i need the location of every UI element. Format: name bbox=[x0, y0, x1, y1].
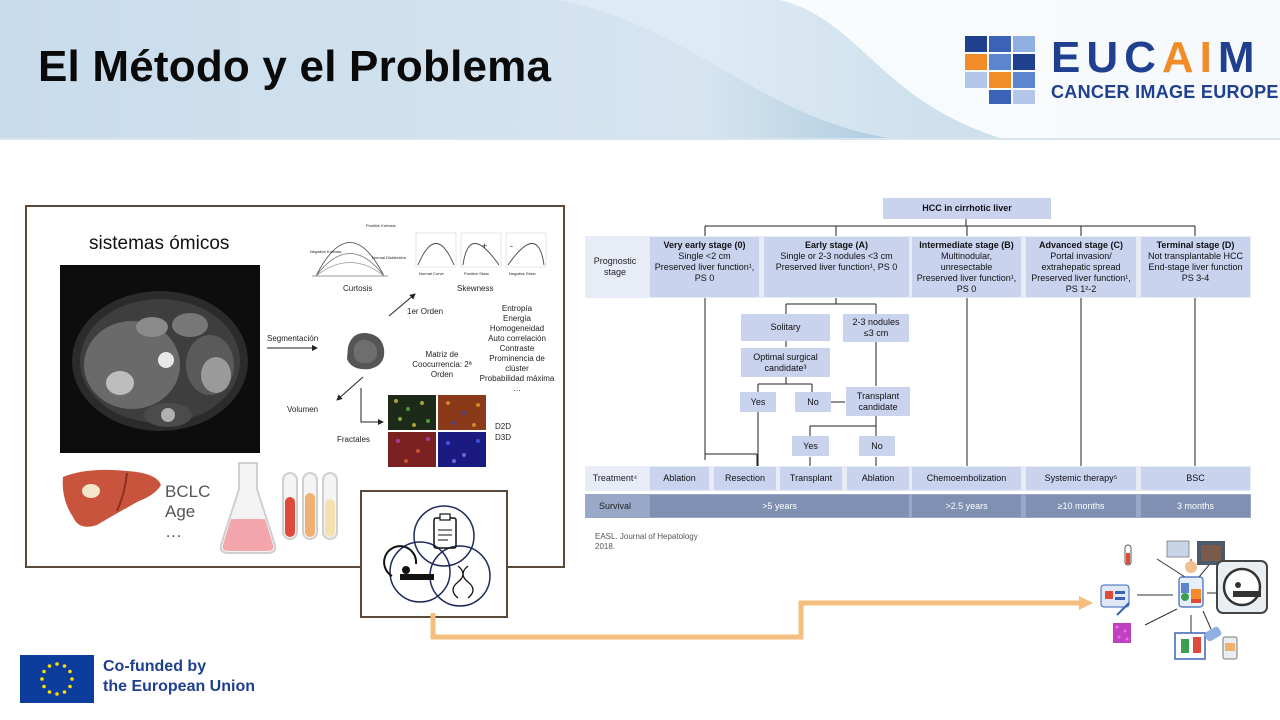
skew-negative-label: Negative Skew bbox=[509, 271, 536, 276]
first-order-label: 1er Orden bbox=[407, 307, 444, 316]
treatment-chemoembolization: Chemoembolization bbox=[912, 467, 1021, 490]
kurt-negative-label: Negative Kurtosis bbox=[310, 249, 342, 254]
ai-workflow-illustration bbox=[1095, 533, 1280, 673]
kurt-normal-label: Normal Distribution bbox=[372, 255, 407, 260]
bclc-staging-chart: HCC in cirrhotic liver Prognostic stage … bbox=[583, 190, 1263, 570]
treatment-bsc: BSC bbox=[1141, 467, 1250, 490]
reference-citation: EASL. Journal of Hepatology 2018. bbox=[595, 532, 698, 551]
mri-scan-image bbox=[60, 265, 260, 453]
tumor-segment-icon bbox=[347, 332, 385, 370]
texture-feature-list: Entropía Energía Homogeneidad Auto corre… bbox=[479, 304, 555, 393]
dims-label: D2D D3D bbox=[495, 422, 512, 442]
flow-solitary: Solitary bbox=[741, 314, 830, 341]
skew-normal-label: Normal Curve bbox=[419, 271, 444, 276]
flow-yes-2: Yes bbox=[792, 436, 829, 456]
radiomics-arrows bbox=[267, 293, 416, 425]
skew-positive-label: Positive Skew bbox=[464, 271, 489, 276]
liver-icon bbox=[62, 469, 161, 527]
eu-funding-text: Co-funded by the European Union bbox=[103, 658, 255, 695]
stage-very-early: Very early stage (0) Single <2 cm Preser… bbox=[650, 237, 759, 297]
volume-label: Volumen bbox=[287, 405, 319, 414]
fractal-texture-image bbox=[388, 395, 486, 467]
stage-terminal: Terminal stage (D) Not transplantable HC… bbox=[1141, 237, 1250, 297]
skewness-curves-icon bbox=[415, 232, 547, 268]
flow-nodules: 2-3 nodules ≤3 cm bbox=[843, 314, 909, 342]
omics-title: sistemas ómicos bbox=[89, 233, 230, 254]
kurtosis-curves-icon bbox=[312, 242, 388, 277]
kurtosis-label: Curtosis bbox=[343, 284, 373, 293]
omics-panel: sistemas ómicos Positive Kurtosis Negati… bbox=[25, 205, 565, 568]
lab-flask-tubes-icon bbox=[219, 462, 338, 554]
treatment-resection: Resection bbox=[714, 467, 776, 490]
treatment-transplant: Transplant bbox=[780, 467, 842, 490]
bclc-connectors bbox=[704, 219, 1196, 466]
treatment-ablation-2: Ablation bbox=[847, 467, 909, 490]
eucaim-subtitle: CANCER IMAGE EUROPE bbox=[1051, 82, 1279, 102]
skew-plus-label: + bbox=[482, 241, 488, 251]
flow-no-1: No bbox=[795, 392, 831, 412]
eu-flag-icon bbox=[20, 655, 94, 703]
survival-over-5-years: >5 years bbox=[650, 495, 909, 517]
stage-advanced: Advanced stage (C) Portal invasion/ extr… bbox=[1026, 237, 1136, 297]
flow-yes-1: Yes bbox=[740, 392, 776, 412]
workflow-connector-arrow bbox=[430, 596, 1093, 640]
stage-intermediate: Intermediate stage (B) Multinodular, unr… bbox=[912, 237, 1021, 297]
segmentation-label: Segmentación bbox=[267, 334, 319, 343]
eucaim-logo: EUCAIM CANCER IMAGE EUROPE bbox=[965, 36, 1278, 106]
survival-3-months: 3 months bbox=[1141, 495, 1250, 517]
treatment-row-label: Treatment⁴ bbox=[592, 473, 638, 483]
multimodal-data-box bbox=[360, 490, 508, 618]
treatment-systemic: Systemic therapy⁵ bbox=[1026, 467, 1136, 490]
treatment-ablation-1: Ablation bbox=[650, 467, 709, 490]
flow-optimal-candidate: Optimal surgical candidate³ bbox=[741, 348, 830, 377]
matrix-label: Matriz de Coocurrencia: 2ª Orden bbox=[412, 350, 472, 379]
skewness-label: Skewness bbox=[457, 284, 494, 293]
prognostic-stage-label: Prognostic stage bbox=[593, 256, 637, 277]
eucaim-wordmark: EUCAIM bbox=[1051, 33, 1261, 82]
kurt-positive-label: Positive Kurtosis bbox=[366, 223, 396, 228]
eucaim-mosaic-icon bbox=[965, 36, 1035, 104]
slide-title: El Método y el Problema bbox=[38, 42, 552, 91]
stage-early: Early stage (A) Single or 2-3 nodules <3… bbox=[764, 237, 909, 297]
imaging-clinical-genomics-venn-icon bbox=[383, 505, 491, 607]
survival-over-2-5-years: >2.5 years bbox=[912, 495, 1021, 517]
root-hcc-box: HCC in cirrhotic liver bbox=[883, 198, 1051, 219]
skew-minus-label: - bbox=[510, 241, 513, 251]
clinical-variables-list: BCLC Age … bbox=[165, 482, 211, 541]
flow-no-2: No bbox=[859, 436, 895, 456]
survival-10-months: ≥10 months bbox=[1026, 495, 1136, 517]
flow-transplant-candidate: Transplant candidate bbox=[846, 387, 910, 416]
survival-row-label: Survival bbox=[598, 501, 631, 511]
fractals-label: Fractales bbox=[337, 435, 370, 444]
